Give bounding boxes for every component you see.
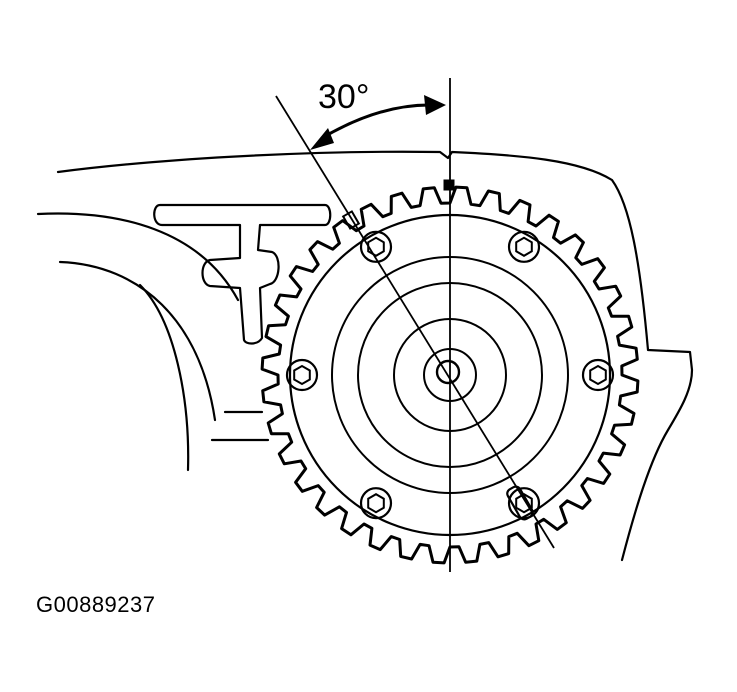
top-tdc-mark [443,179,455,191]
angle-arc [321,103,433,140]
angle-label: 30° [318,78,369,116]
sprocket-bolt [359,487,393,520]
timing-mark-slot [506,485,534,521]
sprocket-bolt [507,230,541,263]
bolt-head [367,493,385,514]
angle-arrow [310,95,446,150]
sprocket-bolt [581,358,615,392]
housing-inner-arc [58,260,217,422]
housing-top-edge [56,150,694,562]
sprocket-bolt [507,487,541,520]
bolt-head [367,236,385,257]
bolt-washer [359,487,393,520]
bolt-head [515,493,533,514]
engine-housing [36,150,694,562]
figure-id: G00889237 [36,592,156,617]
bolt-washer [507,487,541,520]
bolt-head [515,236,533,257]
bolt-head [293,364,311,386]
bolt-washer [507,230,541,263]
bolt-head [589,364,607,386]
bolt-washer [285,358,319,392]
t-slot [153,203,332,345]
bolt-washer [581,358,615,392]
center-bolt [435,359,461,385]
sprocket-bolt [285,358,319,392]
angled-reference-line [275,95,555,549]
bolt-washer [359,230,393,263]
housing-outer-arc [138,283,190,472]
sprocket-bolt [359,230,393,263]
sprocket-bolts [285,230,615,520]
angle-arrowhead-left [310,128,334,150]
housing-left-edge [36,212,240,302]
reference-lines [275,78,555,572]
angle-arrowhead-right [424,95,446,115]
